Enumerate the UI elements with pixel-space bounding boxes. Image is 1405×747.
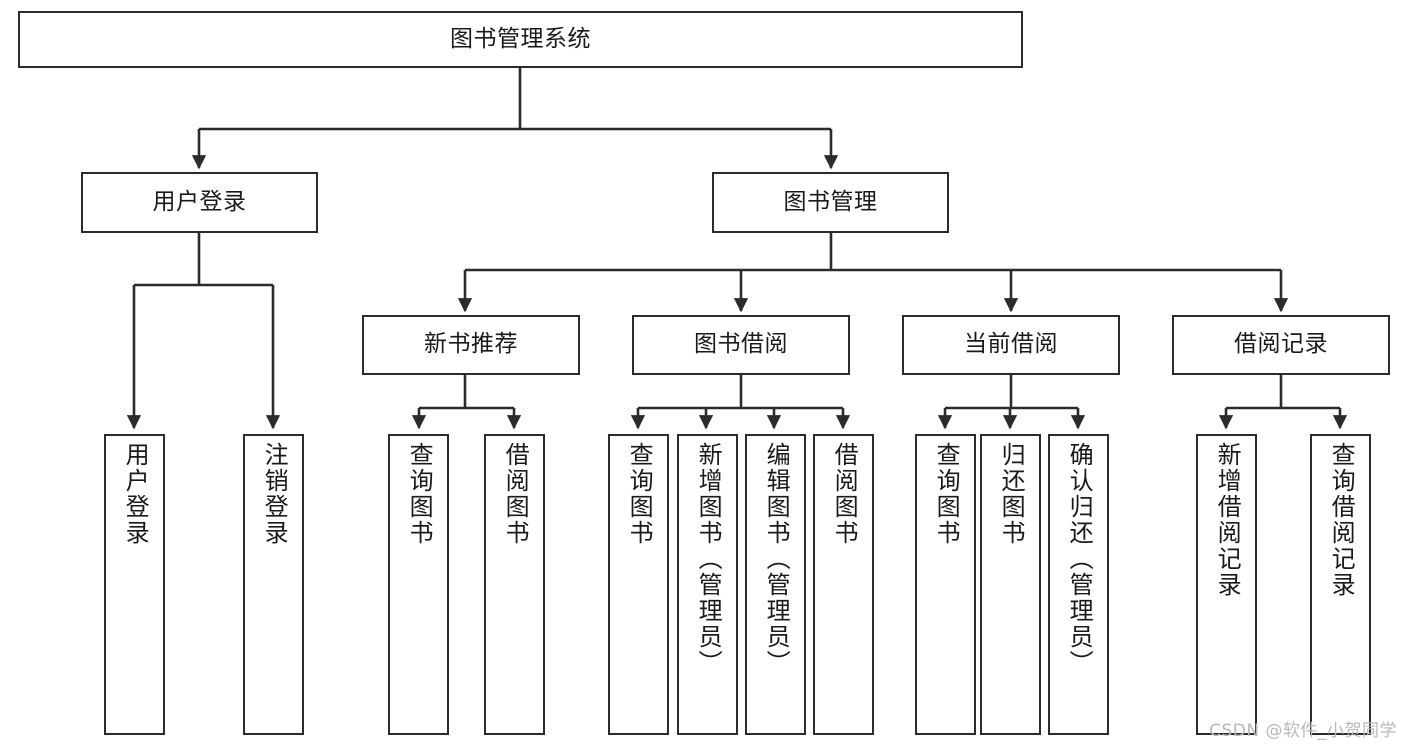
node-label: 新增借阅记录: [1213, 442, 1242, 598]
node-label: 查询图书: [932, 442, 961, 546]
leaf-add-borrow-record[interactable]: 新增借阅记录: [1196, 434, 1257, 735]
node-label: 查询图书: [625, 442, 654, 546]
node-label: 查询借阅记录: [1327, 442, 1356, 598]
node-current-borrow[interactable]: 当前借阅: [902, 315, 1120, 375]
node-label: 归还图书: [997, 442, 1026, 546]
node-book-borrow[interactable]: 图书借阅: [632, 315, 850, 375]
node-borrow-record[interactable]: 借阅记录: [1172, 315, 1390, 375]
node-label: 新增图书（管理员）: [694, 442, 723, 676]
node-label: 查询图书: [405, 442, 434, 546]
node-root-system[interactable]: 图书管理系统: [18, 11, 1023, 68]
node-label: 确认归还（管理员）: [1065, 442, 1094, 676]
node-label: 借阅图书: [830, 442, 859, 546]
node-label: 注销登录: [260, 442, 289, 546]
leaf-new-book-query[interactable]: 查询图书: [388, 434, 449, 735]
node-label: 借阅记录: [1234, 331, 1328, 358]
leaf-user-login[interactable]: 用户登录: [104, 434, 165, 735]
node-label: 图书管理: [783, 188, 878, 215]
node-label: 编辑图书（管理员）: [762, 442, 791, 676]
leaf-borrow-book[interactable]: 借阅图书: [813, 434, 874, 735]
leaf-new-book-borrow[interactable]: 借阅图书: [484, 434, 545, 735]
leaf-borrow-query-book[interactable]: 查询图书: [608, 434, 669, 735]
leaf-logout[interactable]: 注销登录: [243, 434, 304, 735]
node-label: 图书管理系统: [450, 25, 591, 52]
node-label: 图书借阅: [694, 331, 788, 358]
node-label: 用户登录: [121, 442, 150, 546]
node-label: 用户登录: [152, 188, 247, 215]
leaf-edit-book-admin[interactable]: 编辑图书（管理员）: [745, 434, 806, 735]
node-user-login[interactable]: 用户登录: [81, 172, 318, 233]
leaf-confirm-return-admin[interactable]: 确认归还（管理员）: [1048, 434, 1109, 735]
csdn-watermark: CSDN @软件_小贺同学: [1209, 721, 1397, 741]
leaf-return-book[interactable]: 归还图书: [980, 434, 1041, 735]
leaf-add-book-admin[interactable]: 新增图书（管理员）: [677, 434, 738, 735]
node-label: 新书推荐: [424, 331, 518, 358]
node-label: 借阅图书: [501, 442, 530, 546]
node-new-book-recommend[interactable]: 新书推荐: [362, 315, 580, 375]
node-label: 当前借阅: [964, 331, 1058, 358]
node-book-management[interactable]: 图书管理: [712, 172, 949, 233]
leaf-current-query-book[interactable]: 查询图书: [915, 434, 976, 735]
leaf-query-borrow-record[interactable]: 查询借阅记录: [1310, 434, 1371, 735]
